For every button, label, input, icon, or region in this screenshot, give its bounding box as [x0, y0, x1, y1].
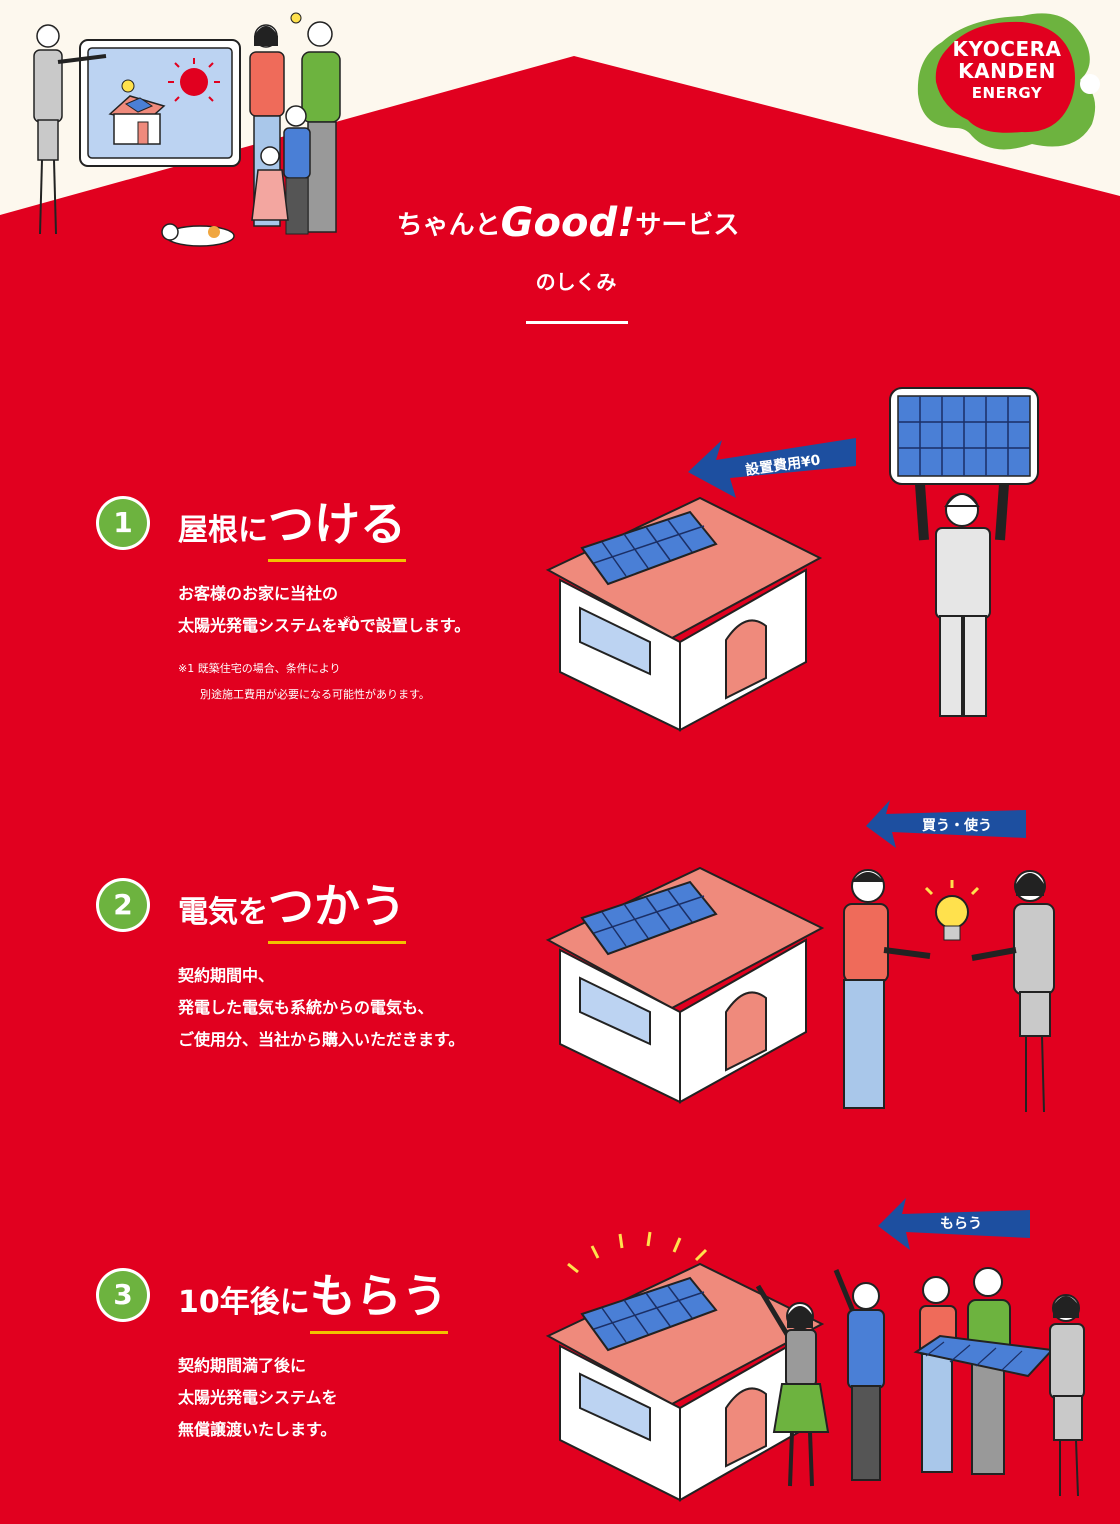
step-1-price-value: 0 — [348, 616, 360, 635]
step-3-description: 契約期間満了後に 太陽光発電システムを 無償譲渡いたします。 — [178, 1350, 338, 1446]
step-3-heading-big: もらう — [309, 1260, 448, 1334]
title-divider — [526, 321, 628, 324]
page-subtitle: のしくみ — [535, 270, 617, 294]
step-1-footnote-mark: ※1 — [342, 615, 358, 626]
step-1-number-badge: 1 — [96, 496, 150, 550]
logo-line-2: KANDEN — [958, 59, 1056, 83]
logo-text: KYOCERA KANDEN ENERGY — [942, 38, 1072, 104]
step-1-line-2-pre: 太陽光発電システムを¥ — [178, 616, 349, 635]
step-3-illustration: もらう — [545, 1198, 1085, 1502]
kyocera-kanden-energy-logo: KYOCERA KANDEN ENERGY — [912, 8, 1108, 158]
step-2-line-3: ご使用分、当社から購入いただきます。 — [178, 1030, 465, 1049]
step-3-number: 3 — [99, 1271, 147, 1319]
title-suffix: サービス — [635, 210, 740, 241]
step-2-heading-small: 電気を — [178, 895, 268, 930]
step-2-illustration: 買う・使う — [545, 800, 1055, 1113]
title-good: Good! — [500, 200, 636, 246]
step-1-illustration: 設置費用¥0 — [545, 387, 1039, 732]
step-3: 3 10年後にもらう 契約期間満了後に 太陽光発電システムを 無償譲渡いたします… — [96, 1268, 556, 1468]
step-2-number: 2 — [99, 881, 147, 929]
step-2-line-2: 発電した電気も系統からの電気も、 — [178, 998, 434, 1017]
family-presentation-illustration — [33, 12, 341, 247]
title-prefix: ちゃんと — [396, 210, 501, 241]
step-2-line-1: 契約期間中、 — [178, 966, 275, 985]
step-2-heading: 電気をつかう — [178, 870, 406, 944]
step-2-description: 契約期間中、 発電した電気も系統からの電気も、 ご使用分、当社から購入いただきま… — [178, 960, 464, 1056]
step-1-heading-big: つける — [268, 488, 406, 562]
step-3-heading-small: 10年後に — [178, 1285, 310, 1320]
logo-line-1: KYOCERA — [952, 37, 1062, 61]
step-2-arrow-label: 買う・使う — [922, 817, 992, 834]
step-1-footnote-ref: 0※1 — [343, 615, 360, 635]
step-3-line-3: 無償譲渡いたします。 — [178, 1420, 337, 1439]
step-3-heading: 10年後にもらう — [178, 1260, 448, 1334]
step-3-number-badge: 3 — [96, 1268, 150, 1322]
step-2-heading-big: つかう — [268, 870, 406, 944]
step-2: 2 電気をつかう 契約期間中、 発電した電気も系統からの電気も、 ご使用分、当社… — [96, 878, 556, 1078]
step-1-heading-small: 屋根に — [178, 513, 268, 548]
step-1-line-2-post: で設置します。 — [359, 616, 471, 635]
step-2-number-badge: 2 — [96, 878, 150, 932]
logo-line-3: ENERGY — [971, 84, 1043, 102]
step-1-footnote-line-2: 別途施工費用が必要になる可能性があります。 — [200, 688, 430, 701]
step-3-line-2: 太陽光発電システムを — [178, 1388, 338, 1407]
step-3-line-1: 契約期間満了後に — [178, 1356, 307, 1375]
step-1-heading: 屋根につける — [178, 488, 406, 562]
step-1-footnote-line-1: ※1 既築住宅の場合、条件により — [178, 662, 341, 675]
page-title: ちゃんとGood!サービス — [386, 200, 750, 246]
step-1-number: 1 — [99, 499, 147, 547]
step-1-line-1: お客様のお家に当社の — [178, 584, 339, 603]
step-1-footnote: ※1 既築住宅の場合、条件により 別途施工費用が必要になる可能性があります。 — [178, 656, 430, 708]
step-3-arrow-label: もらう — [940, 1216, 982, 1232]
